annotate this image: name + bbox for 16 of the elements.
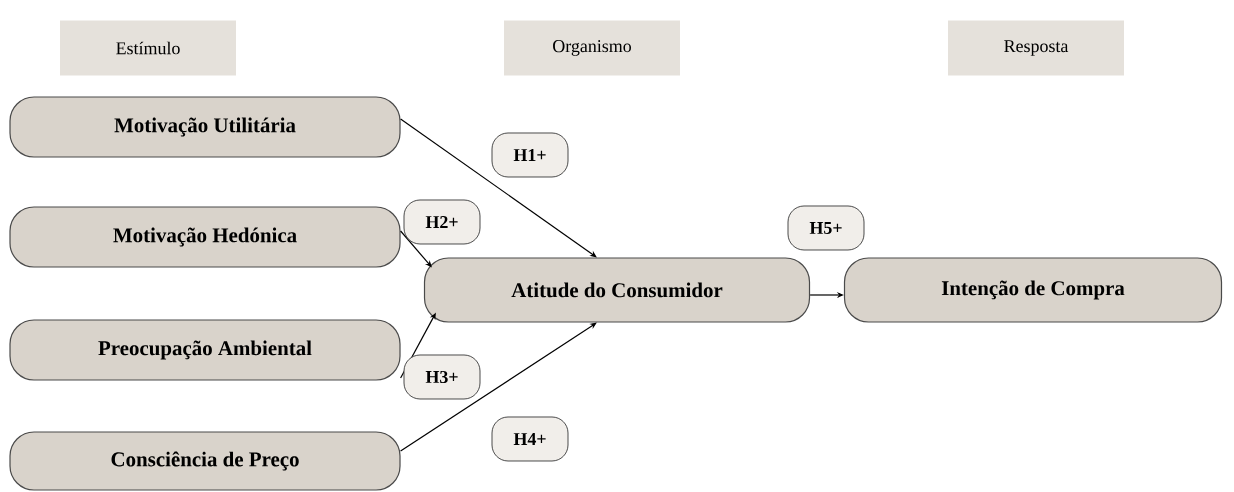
stage-header-box: Estímulo [60,20,236,76]
construct-box: Preocupação Ambiental [9,319,401,381]
construct-box: Motivação Utilitária [9,96,401,158]
construct-box: Atitude do Consumidor [423,257,811,323]
stage-header-box: Resposta [948,20,1124,76]
arrow [400,322,597,452]
construct-box: Consciência de Preço [9,431,401,491]
stage-header-box: Organismo [504,20,680,76]
hypothesis-badge: H2+ [403,199,481,245]
construct-box: Intenção de Compra [843,257,1223,323]
hypothesis-badge: H4+ [491,416,569,462]
arrow [400,118,597,258]
hypothesis-badge: H3+ [403,354,481,400]
construct-box: Motivação Hedónica [9,206,401,268]
hypothesis-badge: H1+ [491,132,569,178]
hypothesis-badge: H5+ [787,205,865,251]
